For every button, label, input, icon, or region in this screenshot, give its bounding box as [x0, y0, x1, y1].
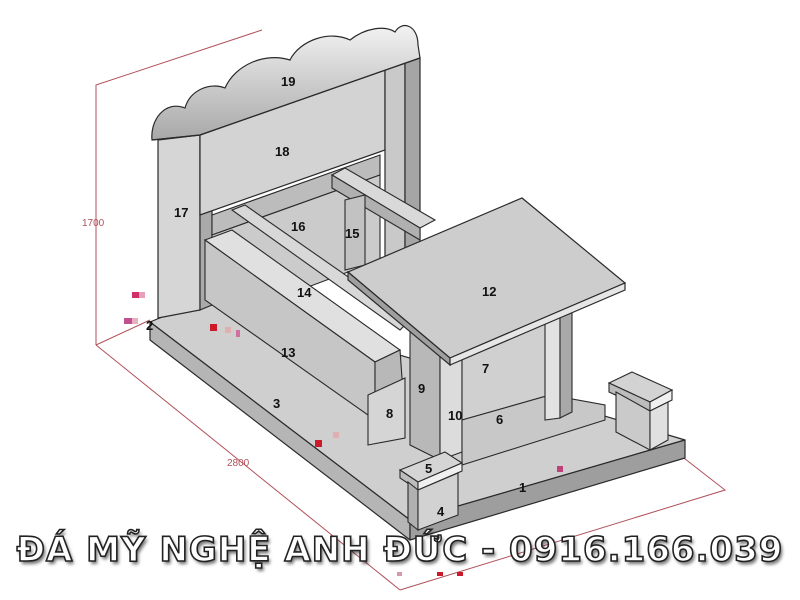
length-dimension: 2800 — [227, 458, 250, 469]
label-19: 19 — [281, 74, 295, 89]
label-7: 7 — [482, 361, 489, 376]
label-13: 13 — [281, 345, 295, 360]
dimension-lines — [95, 29, 727, 591]
part-labels: 19 18 17 16 15 14 12 13 2 3 7 9 8 10 6 5… — [146, 74, 526, 519]
headstone — [151, 24, 421, 276]
front-post — [398, 451, 464, 532]
label-2: 2 — [146, 318, 153, 333]
label-17: 18 — [275, 144, 289, 159]
marker-squares — [124, 292, 563, 576]
side-wall-13-14 — [203, 204, 411, 433]
right-post — [607, 371, 674, 451]
label-1: 1 — [519, 480, 526, 495]
front-block-8 — [367, 377, 406, 446]
label-12: 12 — [482, 284, 496, 299]
height-dimension: 1700 — [82, 218, 105, 229]
label-18: 17 — [174, 205, 188, 220]
watermark-banner: ĐÁ MỸ NGHỆ ANH ĐỨC - 0916.166.039 — [16, 529, 784, 571]
label-8: 8 — [386, 406, 393, 421]
label-6: 6 — [496, 412, 503, 427]
label-4: 4 — [437, 504, 445, 519]
label-3: 3 — [273, 396, 280, 411]
altar-top-12 — [346, 197, 627, 367]
label-9: 9 — [418, 381, 425, 396]
label-10: 10 — [448, 408, 462, 423]
label-5: 5 — [425, 461, 432, 476]
label-15: 15 — [345, 226, 359, 241]
label-14: 14 — [297, 285, 312, 300]
label-16: 16 — [291, 219, 305, 234]
